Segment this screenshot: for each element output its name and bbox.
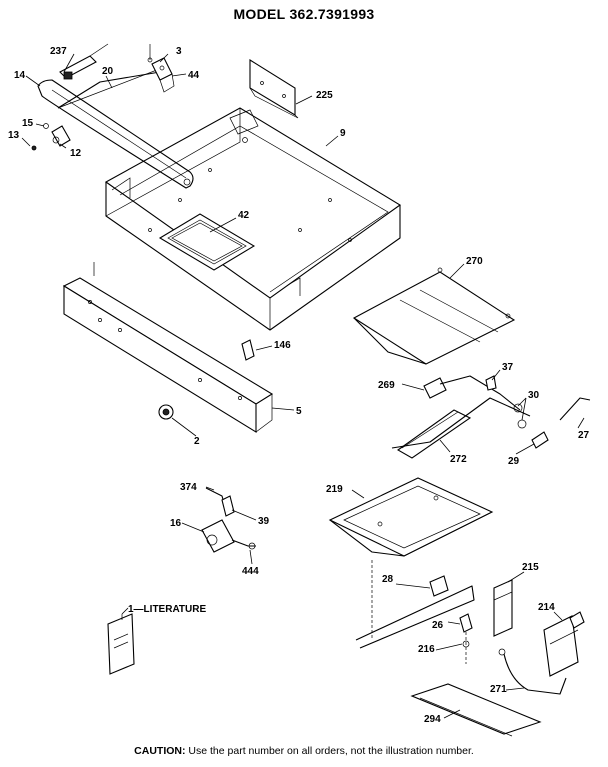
- part-16-regulator: [201, 487, 256, 553]
- diagram-title: MODEL 362.7391993: [233, 6, 375, 22]
- callout-214: 214: [538, 602, 555, 613]
- callout-3: 3: [176, 46, 182, 57]
- part-219-broiler-pan: [328, 477, 494, 557]
- callout-13: 13: [8, 130, 20, 141]
- part-42-vent: [158, 213, 256, 271]
- callout-9: 9: [340, 128, 346, 139]
- part-294-support: [410, 683, 542, 737]
- callout-37: 37: [502, 362, 514, 373]
- callout-215: 215: [522, 562, 539, 573]
- callout-444: 444: [242, 566, 259, 577]
- part-237-orifice: [59, 43, 109, 80]
- caution-note: CAUTION: Use the part number on all orde…: [0, 745, 608, 757]
- callout-literature: 1—LITERATURE: [128, 604, 206, 615]
- callout-15: 15: [22, 118, 34, 129]
- part-2-knob: [158, 404, 174, 420]
- callout-294: 294: [424, 714, 441, 725]
- callout-20: 20: [102, 66, 114, 77]
- callout-12: 12: [70, 148, 82, 159]
- part-269-broiler-tube: [423, 375, 591, 449]
- callout-29: 29: [508, 456, 520, 467]
- callout-272: 272: [450, 454, 467, 465]
- callout-225: 225: [316, 90, 333, 101]
- part-14-burner: [37, 67, 194, 189]
- callout-30: 30: [528, 390, 540, 401]
- callout-271: 271: [490, 684, 507, 695]
- callout-44: 44: [188, 70, 200, 81]
- caution-text: Use the part number on all orders, not t…: [188, 745, 474, 757]
- callout-26: 26: [432, 620, 444, 631]
- leader-lines: [21, 53, 585, 719]
- part-214-valve: [498, 611, 585, 695]
- part-270-shield: [352, 267, 516, 365]
- part-146-clip: [241, 339, 255, 361]
- callout-219: 219: [326, 484, 343, 495]
- part-5-manifold-panel: [62, 262, 274, 433]
- callout-39: 39: [258, 516, 270, 527]
- part-215-bracket: [355, 575, 513, 649]
- literature-card: [107, 613, 135, 675]
- callouts: 237 3 20 44 14 225 15 13 12 9 42 270 146…: [8, 46, 590, 725]
- callout-269: 269: [378, 380, 395, 391]
- callout-2: 2: [194, 436, 200, 447]
- part-272-broiler-burner: [391, 397, 531, 459]
- callout-374: 374: [180, 482, 197, 493]
- callout-14: 14: [14, 70, 26, 81]
- callout-237: 237: [50, 46, 67, 57]
- callout-146: 146: [274, 340, 291, 351]
- callout-270: 270: [466, 256, 483, 267]
- part-44-bracket: [147, 44, 175, 93]
- callout-28: 28: [382, 574, 394, 585]
- part-225-bracket: [249, 59, 299, 119]
- callout-5: 5: [296, 406, 302, 417]
- callout-216: 216: [418, 644, 435, 655]
- callout-27: 27: [578, 430, 590, 441]
- part-12-valve: [31, 123, 71, 151]
- caution-label: CAUTION:: [134, 745, 186, 757]
- callout-16: 16: [170, 518, 182, 529]
- callout-42: 42: [238, 210, 250, 221]
- part-9-burner-box: [104, 107, 401, 331]
